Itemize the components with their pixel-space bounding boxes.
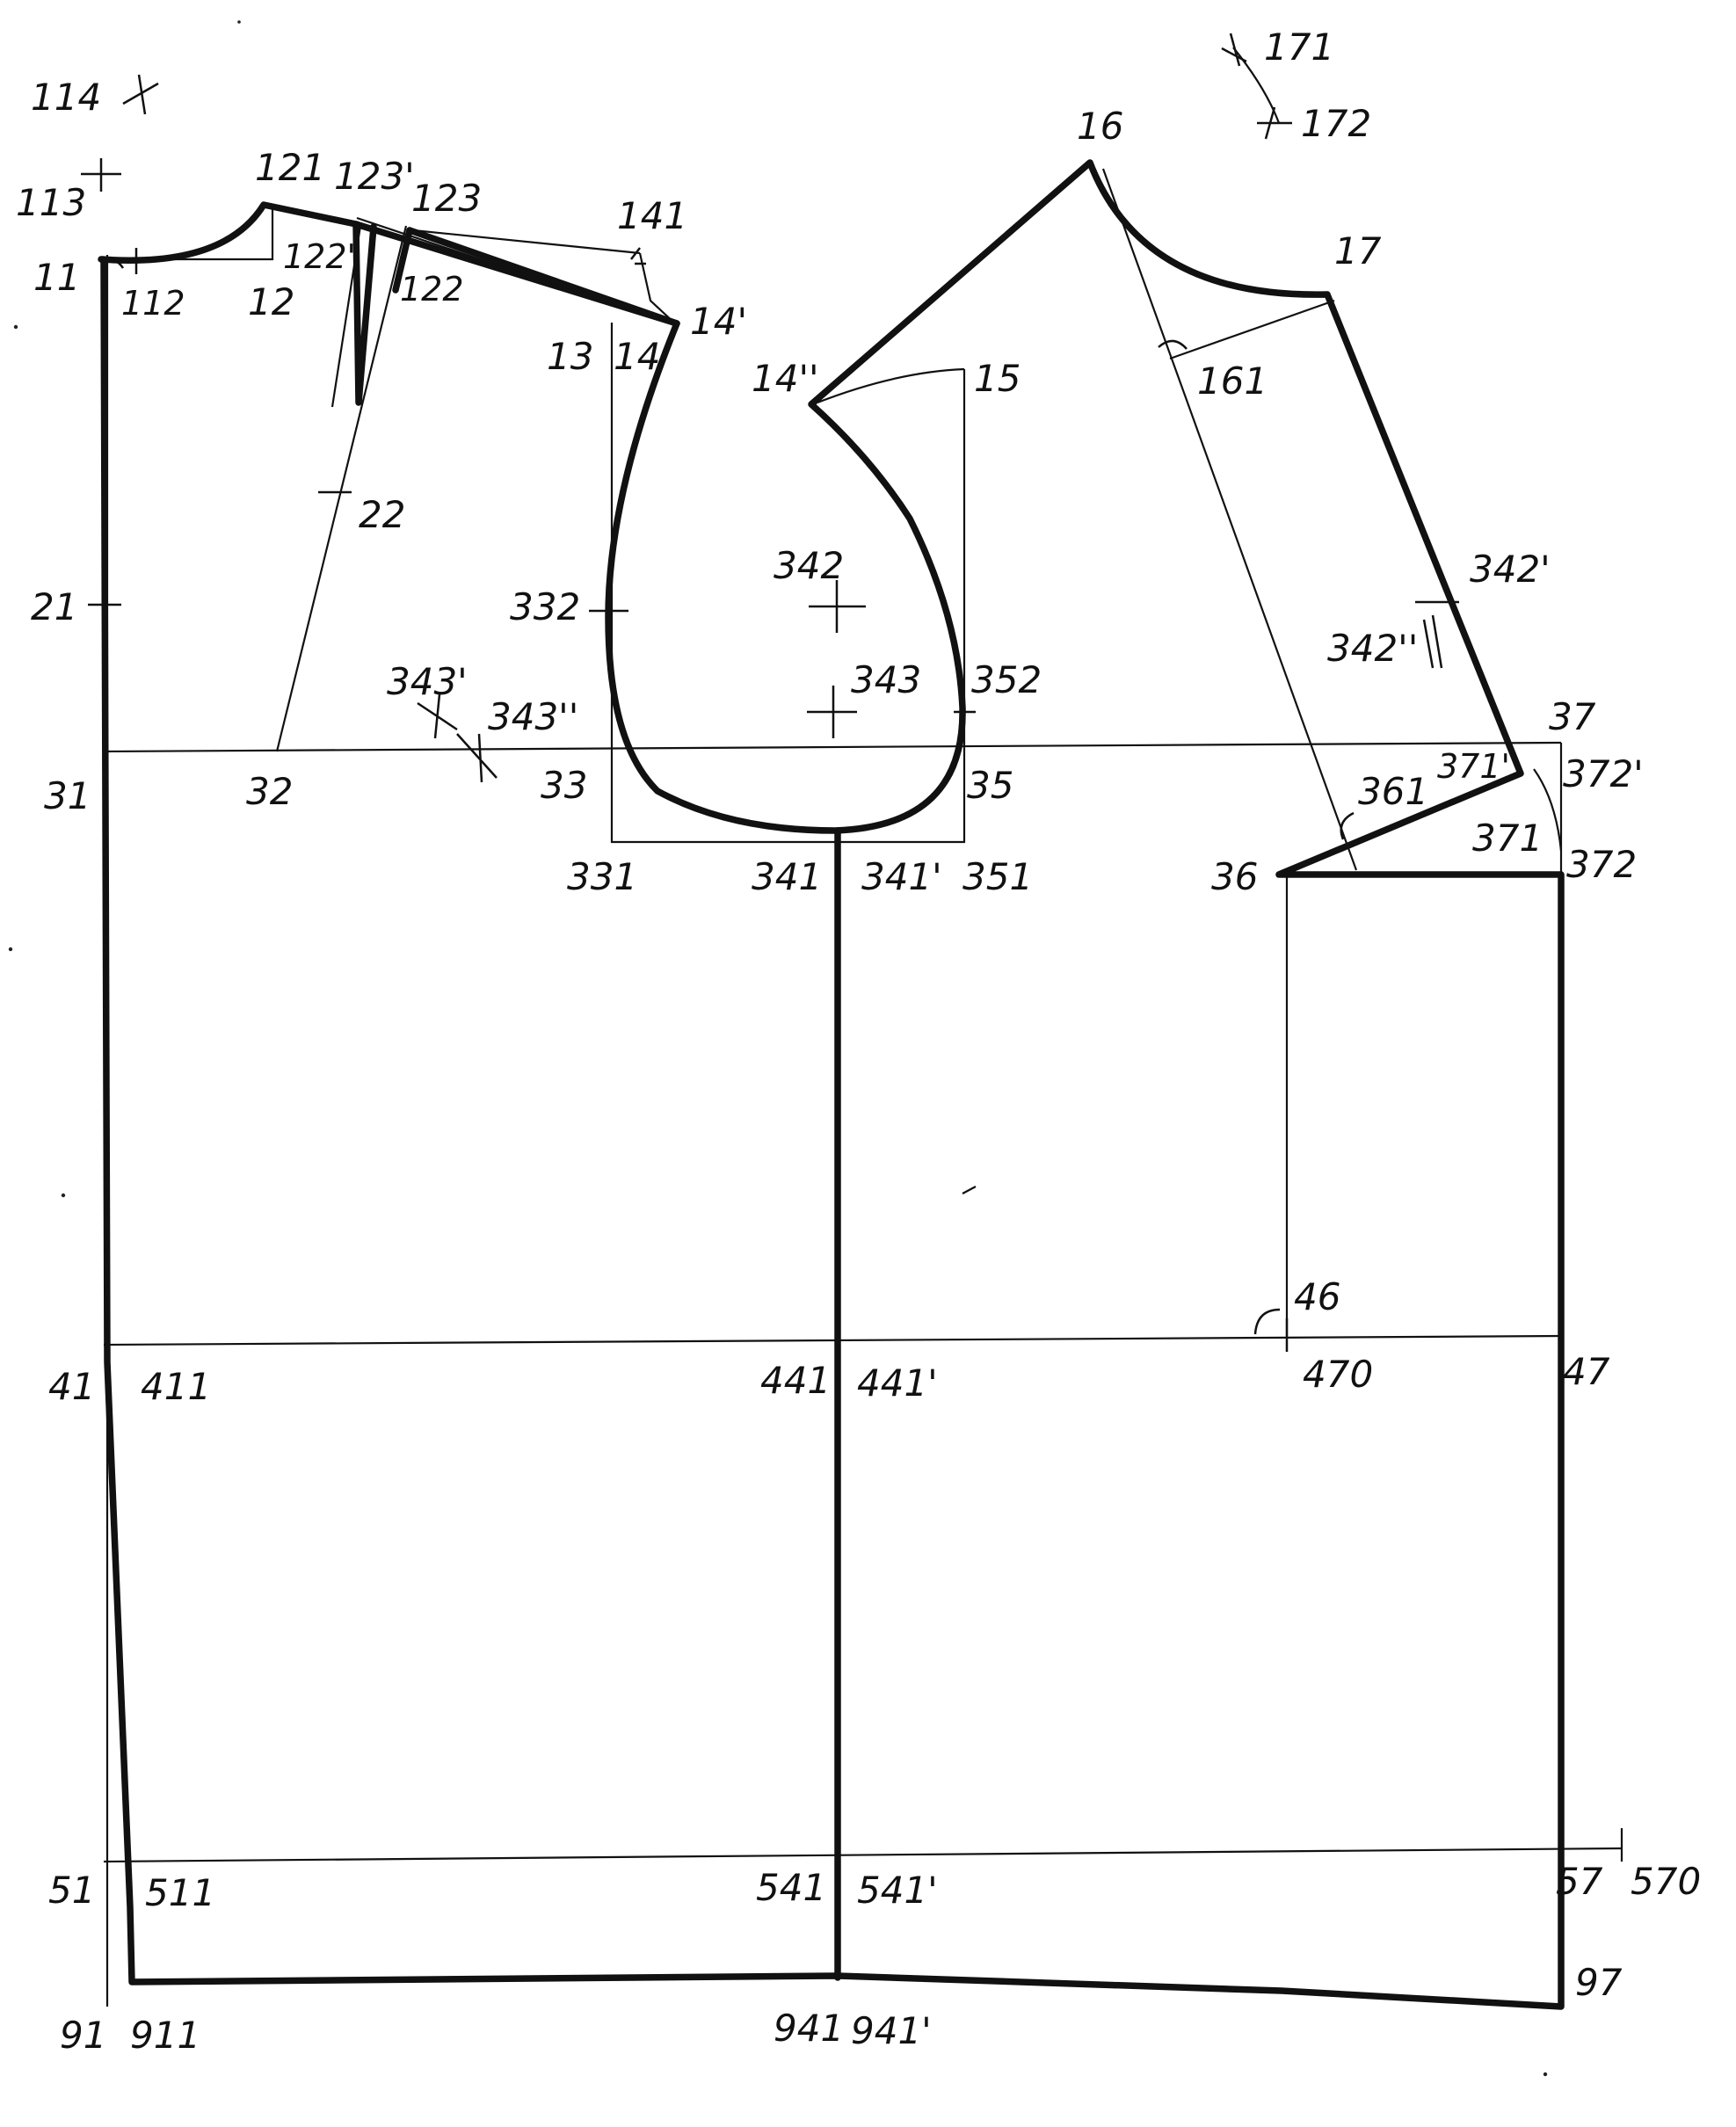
- label-46: 46: [1294, 1275, 1340, 1318]
- label-371p: 371': [1437, 747, 1510, 786]
- label-341: 341: [752, 855, 822, 898]
- label-343pp: 343'': [488, 695, 578, 738]
- label-372p: 372': [1563, 752, 1644, 795]
- label-171: 171: [1264, 25, 1334, 69]
- label-113: 113: [16, 181, 86, 224]
- label-372: 372: [1566, 843, 1637, 886]
- label-32: 32: [246, 770, 293, 813]
- label-41: 41: [48, 1365, 95, 1408]
- label-21: 21: [31, 585, 77, 628]
- label-22: 22: [359, 493, 405, 536]
- label-11: 11: [33, 256, 80, 299]
- label-123: 123: [411, 177, 482, 220]
- label-97: 97: [1575, 1961, 1623, 2004]
- scan-specks: [8, 20, 1548, 2077]
- label-121: 121: [255, 146, 325, 189]
- label-16: 16: [1077, 105, 1123, 148]
- label-441p: 441': [857, 1361, 938, 1405]
- label-35: 35: [967, 764, 1013, 807]
- label-57: 57: [1556, 1860, 1603, 1903]
- label-441: 441: [760, 1359, 831, 1402]
- label-14pp: 14'': [752, 357, 819, 400]
- label-122p: 122': [283, 237, 356, 276]
- label-37: 37: [1549, 695, 1596, 738]
- label-343: 343: [851, 658, 921, 701]
- label-161: 161: [1197, 359, 1267, 403]
- label-352: 352: [971, 658, 1042, 701]
- label-13: 13: [547, 335, 593, 378]
- construction-lines: [103, 47, 1623, 2007]
- label-12: 12: [248, 280, 294, 323]
- label-172: 172: [1301, 102, 1371, 145]
- label-36: 36: [1211, 855, 1258, 898]
- label-342pp: 342'': [1327, 627, 1418, 670]
- label-941: 941: [774, 2007, 844, 2050]
- label-31: 31: [44, 774, 91, 817]
- label-342p: 342': [1470, 548, 1551, 591]
- label-411: 411: [141, 1365, 211, 1408]
- label-14p: 14': [690, 300, 747, 343]
- label-351: 351: [962, 855, 1033, 898]
- label-91: 91: [60, 2014, 106, 2057]
- label-14: 14: [614, 335, 660, 378]
- point-labels: 114 113 11 112 121 12 122' 123' 123 122 …: [16, 25, 1701, 2057]
- label-332: 332: [510, 585, 580, 628]
- label-331: 331: [567, 855, 637, 898]
- label-122: 122: [400, 270, 464, 309]
- label-911: 911: [130, 2014, 200, 2057]
- label-541: 541: [756, 1866, 826, 1909]
- label-470: 470: [1303, 1353, 1373, 1396]
- label-15: 15: [974, 357, 1021, 400]
- label-342: 342: [774, 544, 844, 587]
- label-114: 114: [31, 76, 101, 119]
- label-341p: 341': [861, 855, 942, 898]
- label-570: 570: [1631, 1860, 1701, 1903]
- label-112: 112: [121, 284, 185, 323]
- label-51: 51: [48, 1869, 95, 1912]
- label-541p: 541': [857, 1869, 938, 1912]
- label-361: 361: [1358, 770, 1428, 813]
- label-141: 141: [617, 194, 687, 237]
- label-343p: 343': [387, 660, 468, 703]
- label-33: 33: [541, 764, 587, 807]
- label-371: 371: [1472, 817, 1543, 860]
- pattern-outlines: [98, 159, 1565, 2010]
- label-47: 47: [1563, 1350, 1610, 1393]
- point-markers: [81, 33, 1459, 1352]
- label-941p: 941': [851, 2009, 932, 2052]
- label-17: 17: [1334, 229, 1382, 272]
- label-511: 511: [145, 1871, 215, 1914]
- label-123p: 123': [334, 155, 415, 198]
